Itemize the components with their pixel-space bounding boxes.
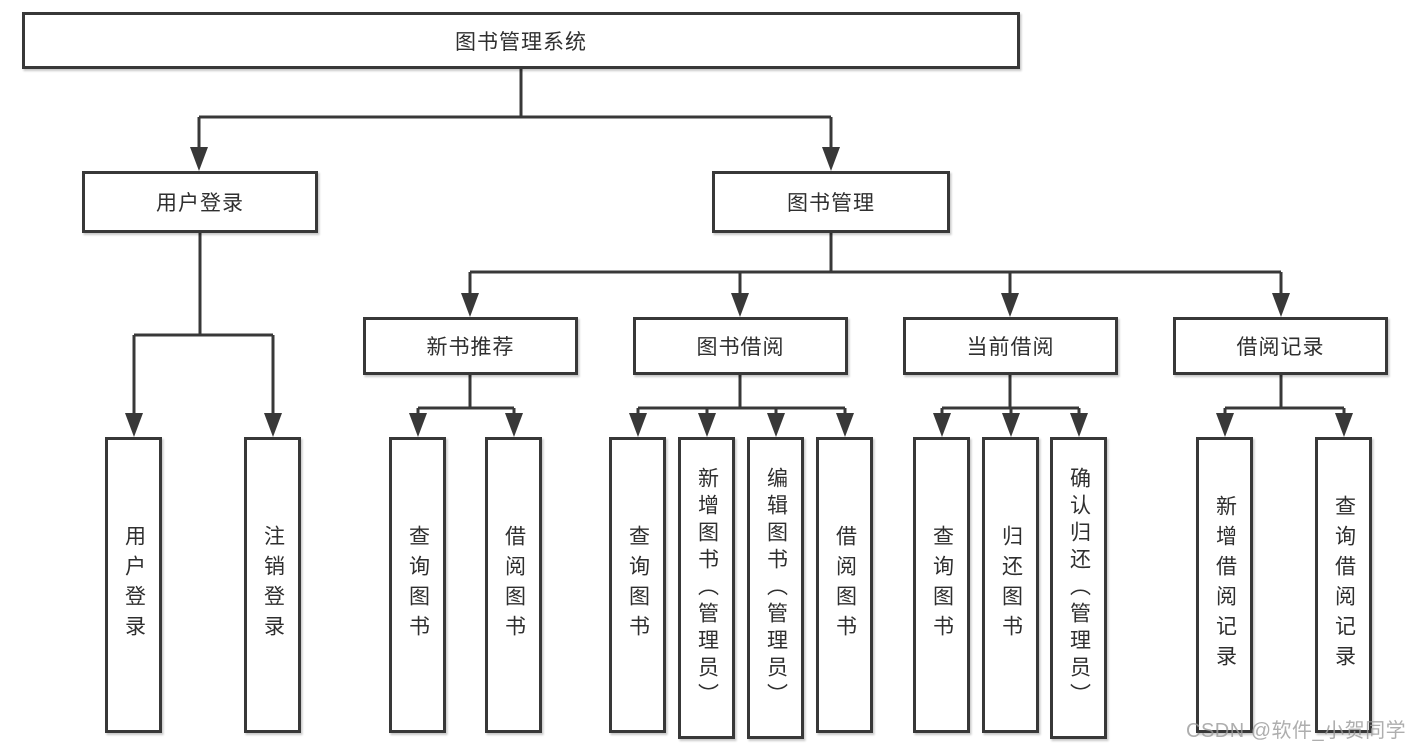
leaf-current-query-book: 查询图书 [913, 437, 970, 733]
leaf-add-borrow-record: 新增借阅记录 [1196, 437, 1253, 733]
node-current-borrowing: 当前借阅 [903, 317, 1118, 375]
node-book-borrowing: 图书借阅 [633, 317, 848, 375]
leaf-confirm-return-admin: 确认归还（管理员） [1050, 437, 1107, 739]
leaf-return-book: 归还图书 [982, 437, 1039, 733]
leaf-borrow-borrow-book: 借阅图书 [816, 437, 873, 733]
leaf-rec-borrow-book: 借阅图书 [485, 437, 542, 733]
node-library-system: 图书管理系统 [22, 12, 1020, 69]
node-borrowing-records: 借阅记录 [1173, 317, 1388, 375]
node-new-book-recommendation: 新书推荐 [363, 317, 578, 375]
node-user-login: 用户登录 [82, 171, 318, 233]
watermark: CSDN @软件_小贺同学 [1186, 720, 1405, 742]
leaf-edit-book-admin: 编辑图书（管理员） [747, 437, 804, 739]
leaf-logout-login: 注销登录 [244, 437, 301, 733]
leaf-query-borrow-record: 查询借阅记录 [1315, 437, 1372, 733]
node-book-management: 图书管理 [712, 171, 950, 233]
leaf-add-book-admin: 新增图书（管理员） [678, 437, 735, 739]
connector-paths [132, 69, 1346, 416]
leaf-user-login: 用户登录 [105, 437, 162, 733]
leaf-borrow-query-book: 查询图书 [609, 437, 666, 733]
arrowheads [125, 147, 1353, 437]
leaf-rec-query-book: 查询图书 [389, 437, 446, 733]
